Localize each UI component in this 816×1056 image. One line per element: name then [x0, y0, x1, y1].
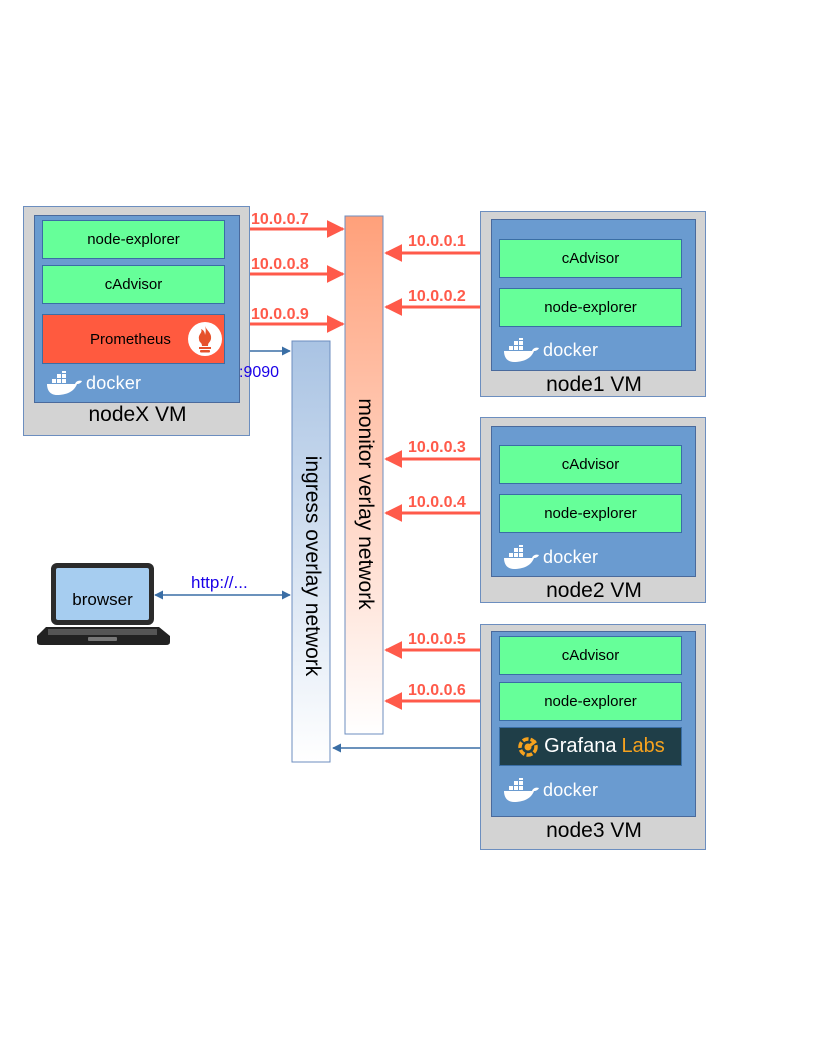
ip-label-8: 10.0.0.8 [251, 256, 309, 273]
docker-whale-icon [504, 545, 539, 569]
node3-docker-text: docker [543, 779, 599, 800]
monitor-network-bar [344, 215, 384, 735]
nodex-docker-logo: docker [46, 371, 141, 395]
browser-label: browser [72, 590, 133, 609]
nodex-prometheus: Prometheus [42, 314, 225, 364]
prometheus-label: Prometheus [90, 331, 171, 348]
node2-cadvisor: cAdvisor [499, 445, 682, 484]
grafana-brand: Grafana [544, 735, 617, 757]
ip-label-3: 10.0.0.3 [408, 439, 466, 456]
prometheus-icon [188, 322, 222, 356]
node1-cadvisor: cAdvisor [499, 239, 682, 278]
ingress-network-bar [291, 340, 331, 763]
ip-label-6: 10.0.0.6 [408, 682, 466, 699]
ip-label-2: 10.0.0.2 [408, 288, 466, 305]
nodex-node-explorer: node-explorer [42, 220, 225, 259]
node3-node-explorer: node-explorer [499, 682, 682, 721]
node2-vm-label: node2 VM [546, 579, 642, 602]
nodex-vm-label: nodeX VM [88, 403, 187, 426]
docker-whale-icon [504, 338, 539, 362]
node3-vm-label: node3 VM [546, 819, 642, 842]
nodex-docker-text: docker [86, 372, 142, 393]
nodex-cadvisor: cAdvisor [42, 265, 225, 304]
grafana-labs: Labs [621, 735, 665, 757]
ip-label-9: 10.0.0.9 [251, 306, 309, 323]
ip-label-7: 10.0.0.7 [251, 211, 309, 228]
grafana-icon [518, 736, 538, 757]
ip-label-4: 10.0.0.4 [408, 494, 466, 511]
docker-whale-icon [504, 778, 539, 802]
node1-docker-logo: docker [503, 338, 598, 362]
port-label: :9090 [239, 364, 280, 381]
node3-cadvisor: cAdvisor [499, 636, 682, 675]
monitor-network-label: monitor verlay network [354, 398, 377, 610]
browser-url: http://... [191, 573, 248, 592]
ip-label-5: 10.0.0.5 [408, 631, 466, 648]
node3-docker-logo: docker [503, 778, 598, 802]
node2-docker-logo: docker [503, 545, 598, 569]
node1-node-explorer: node-explorer [499, 288, 682, 327]
ip-label-1: 10.0.0.1 [408, 233, 466, 250]
laptop-icon [37, 563, 170, 645]
node2-node-explorer: node-explorer [499, 494, 682, 533]
node1-vm-label: node1 VM [546, 373, 642, 396]
ingress-network-label: ingress overlay network [301, 455, 324, 677]
node2-docker-text: docker [543, 546, 599, 567]
node3-grafana: Grafana Labs [499, 727, 682, 766]
node1-docker-text: docker [543, 339, 599, 360]
docker-whale-icon [47, 371, 82, 395]
